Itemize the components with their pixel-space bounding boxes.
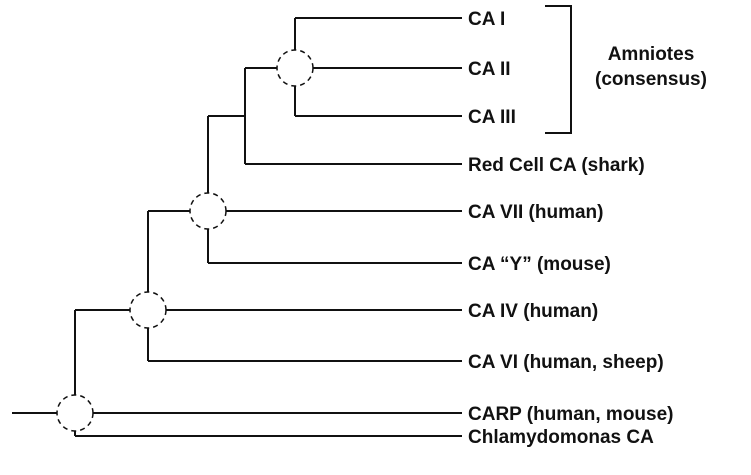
leaf-label-ca4: CA IV (human) bbox=[468, 301, 598, 322]
leaf-label-ca2: CA II bbox=[468, 59, 511, 80]
group-label-consensus: (consensus) bbox=[595, 69, 707, 90]
node-circle-amniotes bbox=[276, 49, 314, 87]
leaf-label-ca6: CA VI (human, sheep) bbox=[468, 352, 664, 373]
leaf-label-redcell: Red Cell CA (shark) bbox=[468, 155, 645, 176]
amniotes-bracket bbox=[545, 5, 572, 134]
node-circle-root bbox=[56, 394, 94, 432]
leaf-label-chlamydomonas: Chlamydomonas CA bbox=[468, 427, 654, 448]
leaf-label-ca7: CA VII (human) bbox=[468, 202, 603, 223]
leaf-label-ca1: CA I bbox=[468, 9, 505, 30]
leaf-label-carp: CARP (human, mouse) bbox=[468, 404, 674, 425]
group-label-amniotes: Amniotes bbox=[608, 44, 695, 65]
leaf-label-ca3: CA III bbox=[468, 107, 516, 128]
node-circle-ca7 bbox=[189, 192, 227, 230]
node-circle-ca4 bbox=[129, 291, 167, 329]
leaf-label-cay: CA “Y” (mouse) bbox=[468, 254, 611, 275]
